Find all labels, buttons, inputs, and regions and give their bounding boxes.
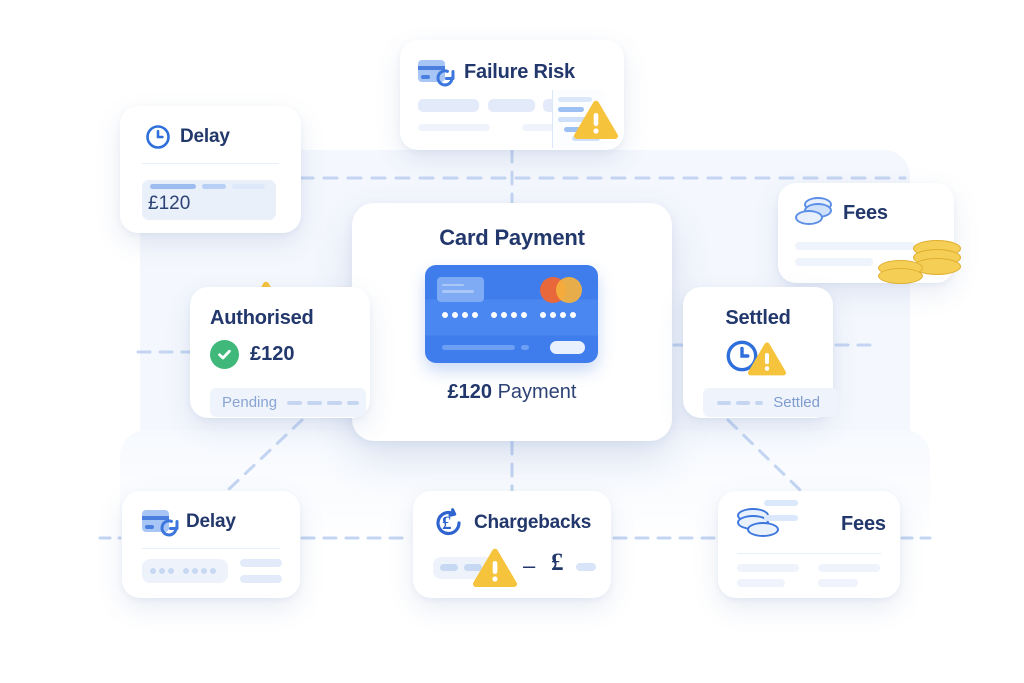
card-payment-title: Card Payment	[439, 225, 585, 250]
fees-bottom-header: Fees	[718, 491, 900, 540]
chargebacks-card[interactable]: £ Chargebacks – £	[413, 491, 611, 598]
placeholder-bar	[737, 564, 799, 572]
chargebacks-dash: –	[523, 553, 536, 578]
card-number-dots	[442, 312, 576, 318]
placeholder-bar	[576, 563, 596, 571]
warning-icon	[573, 100, 619, 139]
check-circle-icon	[210, 340, 239, 369]
card-payment-card[interactable]: Card Payment £120 Payment	[352, 203, 672, 441]
authorised-title: Authorised	[210, 307, 314, 329]
delay-top-title: Delay	[180, 126, 230, 147]
card-badge	[550, 341, 585, 354]
doc-line	[558, 117, 588, 122]
delay-top-bar-2	[202, 184, 226, 189]
gold-coins-graphic	[873, 240, 963, 288]
authorised-card[interactable]: Authorised £120 Pending	[190, 287, 370, 418]
settled-label: Settled	[773, 394, 820, 411]
fees-top-title: Fees	[843, 201, 888, 224]
delay-bottom-header: Delay	[122, 491, 300, 537]
placeholder-bar	[440, 564, 458, 571]
placeholder-bar	[818, 564, 880, 572]
failure-risk-card[interactable]: Failure Risk	[400, 40, 624, 150]
delay-bottom-divider	[142, 548, 280, 549]
delay-bottom-title: Delay	[186, 511, 236, 532]
coins-icon	[795, 197, 833, 229]
failure-risk-title: Failure Risk	[464, 60, 575, 83]
fees-card-top[interactable]: Fees	[778, 183, 961, 284]
authorised-amount-row: £120	[190, 330, 370, 369]
authorised-amount: £120	[250, 343, 295, 365]
warning-icon	[472, 548, 518, 587]
settled-icon-row	[725, 339, 795, 376]
placeholder-bar	[764, 515, 798, 521]
card-refresh-icon	[418, 58, 455, 87]
badge-dashes	[717, 400, 764, 405]
status-badge-settled: Settled	[703, 388, 838, 417]
placeholder-bar	[818, 579, 858, 587]
card-chip-icon	[437, 277, 484, 302]
pound-symbol: £	[442, 513, 452, 534]
refresh-pound-icon: £	[433, 507, 465, 539]
delay-card-top[interactable]: Delay £120	[120, 106, 301, 320]
placeholder-bar	[795, 258, 873, 266]
mastercard-logo-icon	[540, 277, 584, 303]
settled-card[interactable]: Settled Settled	[683, 287, 838, 418]
payment-amount: £120	[447, 381, 493, 403]
refresh-arrow-icon	[160, 519, 179, 537]
placeholder-dots	[150, 568, 216, 574]
placeholder-bar	[522, 124, 554, 131]
clock-icon	[146, 125, 170, 149]
doc-line	[564, 127, 586, 132]
delay-top-amount: £120	[148, 193, 191, 214]
delay-top-bar-3	[232, 184, 265, 189]
chargebacks-header: £ Chargebacks	[413, 491, 611, 539]
card-name-bar	[442, 345, 515, 350]
placeholder-bar	[764, 500, 798, 506]
placeholder-bar	[795, 242, 915, 250]
clock-icon	[726, 340, 758, 372]
credit-card-graphic	[425, 265, 598, 363]
fees-bottom-title: Fees	[841, 512, 886, 535]
doc-line	[558, 107, 584, 112]
placeholder-bar	[240, 559, 282, 567]
fees-top-header: Fees	[778, 183, 954, 229]
refresh-arrow-icon	[436, 69, 455, 87]
coins-icon	[737, 508, 779, 540]
placeholder-bar	[418, 99, 479, 112]
placeholder-bar	[488, 99, 535, 112]
payment-label: Payment	[497, 381, 577, 403]
card-refresh-icon	[142, 508, 179, 537]
chargebacks-title: Chargebacks	[474, 512, 592, 533]
warning-icon	[747, 342, 787, 376]
settled-title: Settled	[725, 307, 791, 329]
placeholder-bar	[418, 124, 490, 131]
fees-bottom-divider	[737, 553, 881, 554]
delay-top-bar-1	[150, 184, 196, 189]
chargebacks-currency: £	[551, 549, 564, 576]
delay-card-bottom[interactable]: Delay	[122, 491, 300, 598]
status-badge-pending: Pending	[210, 388, 366, 417]
doc-line	[558, 97, 592, 102]
card-expiry-bar	[521, 345, 529, 350]
placeholder-bar	[240, 575, 282, 583]
badge-dashes	[287, 400, 360, 405]
fees-card-bottom[interactable]: Fees	[718, 491, 900, 598]
delay-top-header: Delay	[120, 106, 301, 150]
failure-risk-header: Failure Risk	[400, 40, 624, 87]
placeholder-bar	[737, 579, 785, 587]
placeholder-bar	[464, 564, 482, 571]
delay-top-divider	[142, 163, 279, 164]
pending-label: Pending	[222, 394, 278, 411]
payment-amount-row: £120 Payment	[352, 381, 672, 404]
